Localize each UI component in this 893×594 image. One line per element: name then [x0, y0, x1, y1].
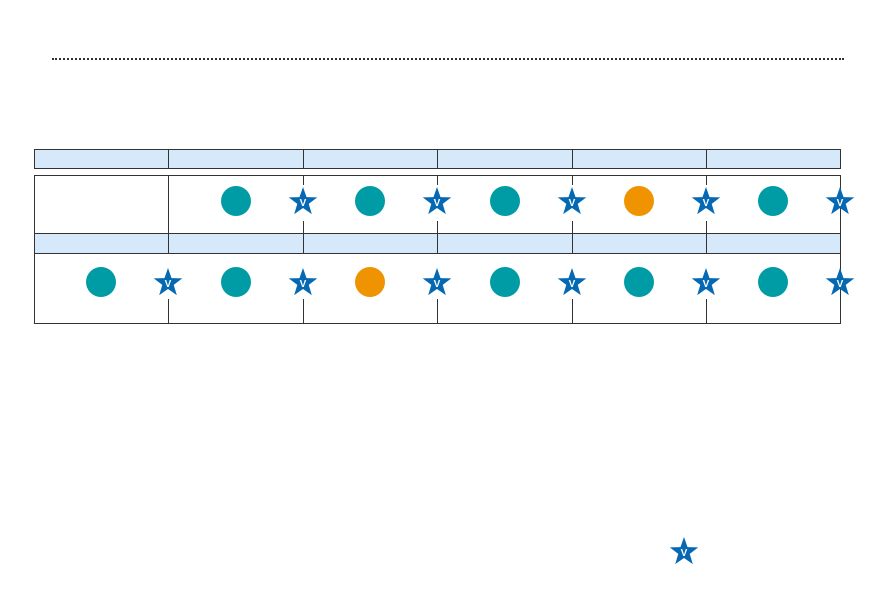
- row-2-star-v-icon-4: V: [557, 268, 587, 296]
- header-cell-r1-c3: [303, 149, 438, 169]
- star-letter: V: [703, 198, 710, 209]
- row-1-star-v-icon-5: V: [691, 187, 721, 215]
- legend-star-shape: [669, 537, 699, 565]
- legend-star-v-icon: V: [669, 537, 699, 565]
- star-letter: V: [434, 198, 441, 209]
- header-cell-r1-c4: [437, 149, 573, 169]
- row-2-circle-4: [490, 267, 520, 297]
- star-letter: V: [569, 279, 576, 290]
- legend-star-letter: V: [681, 548, 688, 559]
- star-letter: V: [300, 279, 307, 290]
- dotted-separator: [52, 58, 844, 60]
- star-letter: V: [837, 198, 844, 209]
- star-letter: V: [837, 279, 844, 290]
- star-icon-shape: [691, 268, 721, 296]
- row-1-star-v-icon-3: V: [422, 187, 452, 215]
- row-1-circle-4: [490, 186, 520, 216]
- star-icon-shape: [422, 268, 452, 296]
- row-2-star-v-icon-1: V: [153, 268, 183, 296]
- star-letter: V: [434, 279, 441, 290]
- header-cell-r1-c1: [34, 149, 169, 169]
- row-2-circle-2: [221, 267, 251, 297]
- header-cell-r2-c4: [437, 233, 573, 254]
- header-cell-r2-c5: [572, 233, 707, 254]
- row-2-star-v-icon-2: V: [288, 268, 318, 296]
- star-letter: V: [569, 198, 576, 209]
- star-icon-shape: [825, 187, 855, 215]
- header-cell-r2-c2: [168, 233, 304, 254]
- row-1-star-v-icon-2: V: [288, 187, 318, 215]
- star-letter: V: [165, 279, 172, 290]
- row-1-circle-5: [624, 186, 654, 216]
- row-2-circle-6: [758, 267, 788, 297]
- star-icon-shape: [288, 187, 318, 215]
- header-cell-r1-c6: [706, 149, 841, 169]
- header-cell-r2-c6: [706, 233, 841, 254]
- row-1-circle-2: [221, 186, 251, 216]
- row-1-circle-3: [355, 186, 385, 216]
- row-2-circle-1: [86, 267, 116, 297]
- star-icon-shape: [825, 268, 855, 296]
- row-1-star-v-icon-6: V: [825, 187, 855, 215]
- row-2-star-v-icon-5: V: [691, 268, 721, 296]
- header-cell-r1-c5: [572, 149, 707, 169]
- header-cell-r2-c1: [34, 233, 169, 254]
- row-2-star-v-icon-6: V: [825, 268, 855, 296]
- star-icon-shape: [422, 187, 452, 215]
- row-1-circle-6: [758, 186, 788, 216]
- row-2-star-v-icon-3: V: [422, 268, 452, 296]
- row-2-circle-3: [355, 267, 385, 297]
- star-icon-shape: [557, 187, 587, 215]
- star-letter: V: [300, 198, 307, 209]
- header-cell-r2-c3: [303, 233, 438, 254]
- star-icon-shape: [557, 268, 587, 296]
- row-2-circle-5: [624, 267, 654, 297]
- star-icon-shape: [691, 187, 721, 215]
- header-cell-r1-c2: [168, 149, 304, 169]
- star-icon-shape: [153, 268, 183, 296]
- row-1-star-v-icon-4: V: [557, 187, 587, 215]
- star-icon-shape: [288, 268, 318, 296]
- star-letter: V: [703, 279, 710, 290]
